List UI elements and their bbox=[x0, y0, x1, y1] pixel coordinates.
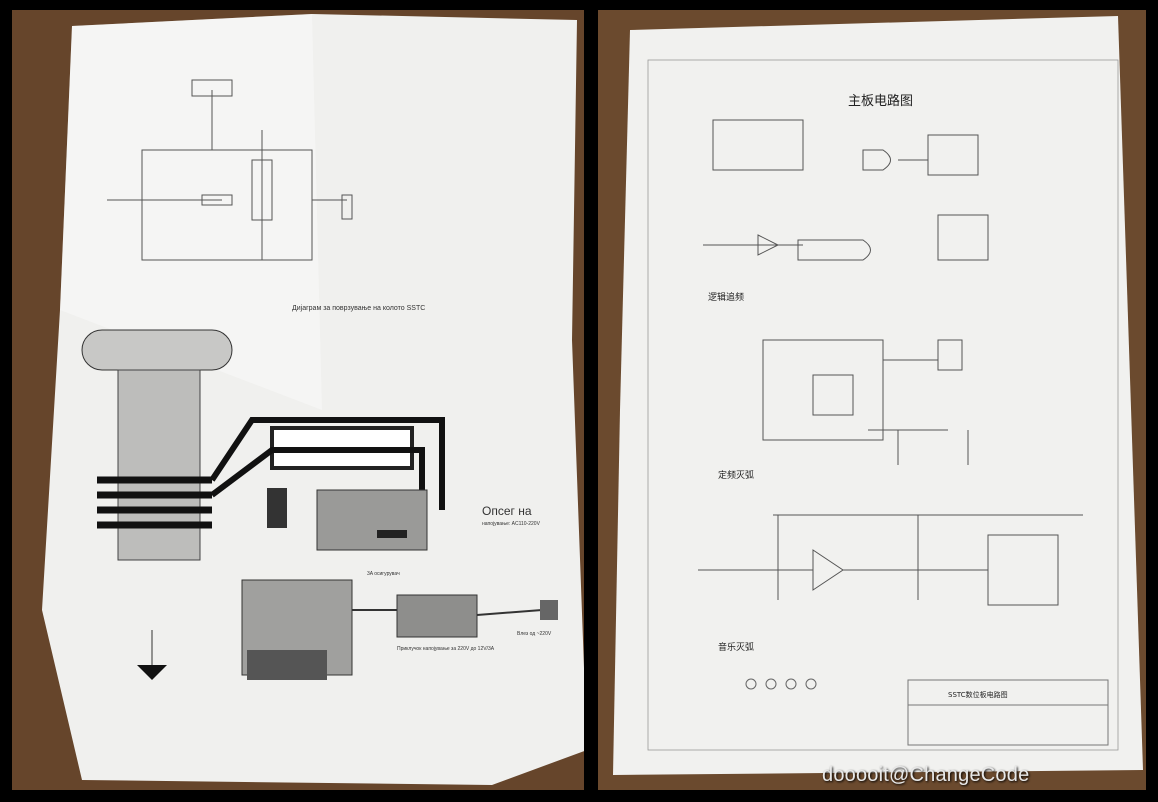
section-logic: 逻辑追频 bbox=[708, 291, 744, 303]
left-title: Дијаграм за поврзување на колото SSTC bbox=[292, 305, 425, 312]
title-block: SSTC数位板电路图 bbox=[948, 690, 1008, 699]
watermark: dooooit@ChangeCode bbox=[822, 764, 1030, 786]
range-label: Опсег на bbox=[482, 504, 532, 518]
section-fixed: 定频灭弧 bbox=[718, 469, 754, 481]
left-sheet-photo: Дијаграм за поврзување на колото SSTC Оп… bbox=[12, 10, 584, 790]
power-label: Приклучок напојување за 220V до 12V/3A bbox=[397, 646, 495, 652]
range-sub-label: напојување: AC110-220V bbox=[482, 521, 541, 527]
right-sheet-photo: 主板电路图 逻辑追频 定频灭弧 bbox=[598, 10, 1146, 790]
section-music: 音乐灭弧 bbox=[718, 641, 754, 653]
right-title: 主板电路图 bbox=[848, 93, 913, 109]
fuse-label: 3A осигурувач bbox=[367, 571, 400, 577]
input-label: Влез од ~220V bbox=[517, 631, 552, 637]
